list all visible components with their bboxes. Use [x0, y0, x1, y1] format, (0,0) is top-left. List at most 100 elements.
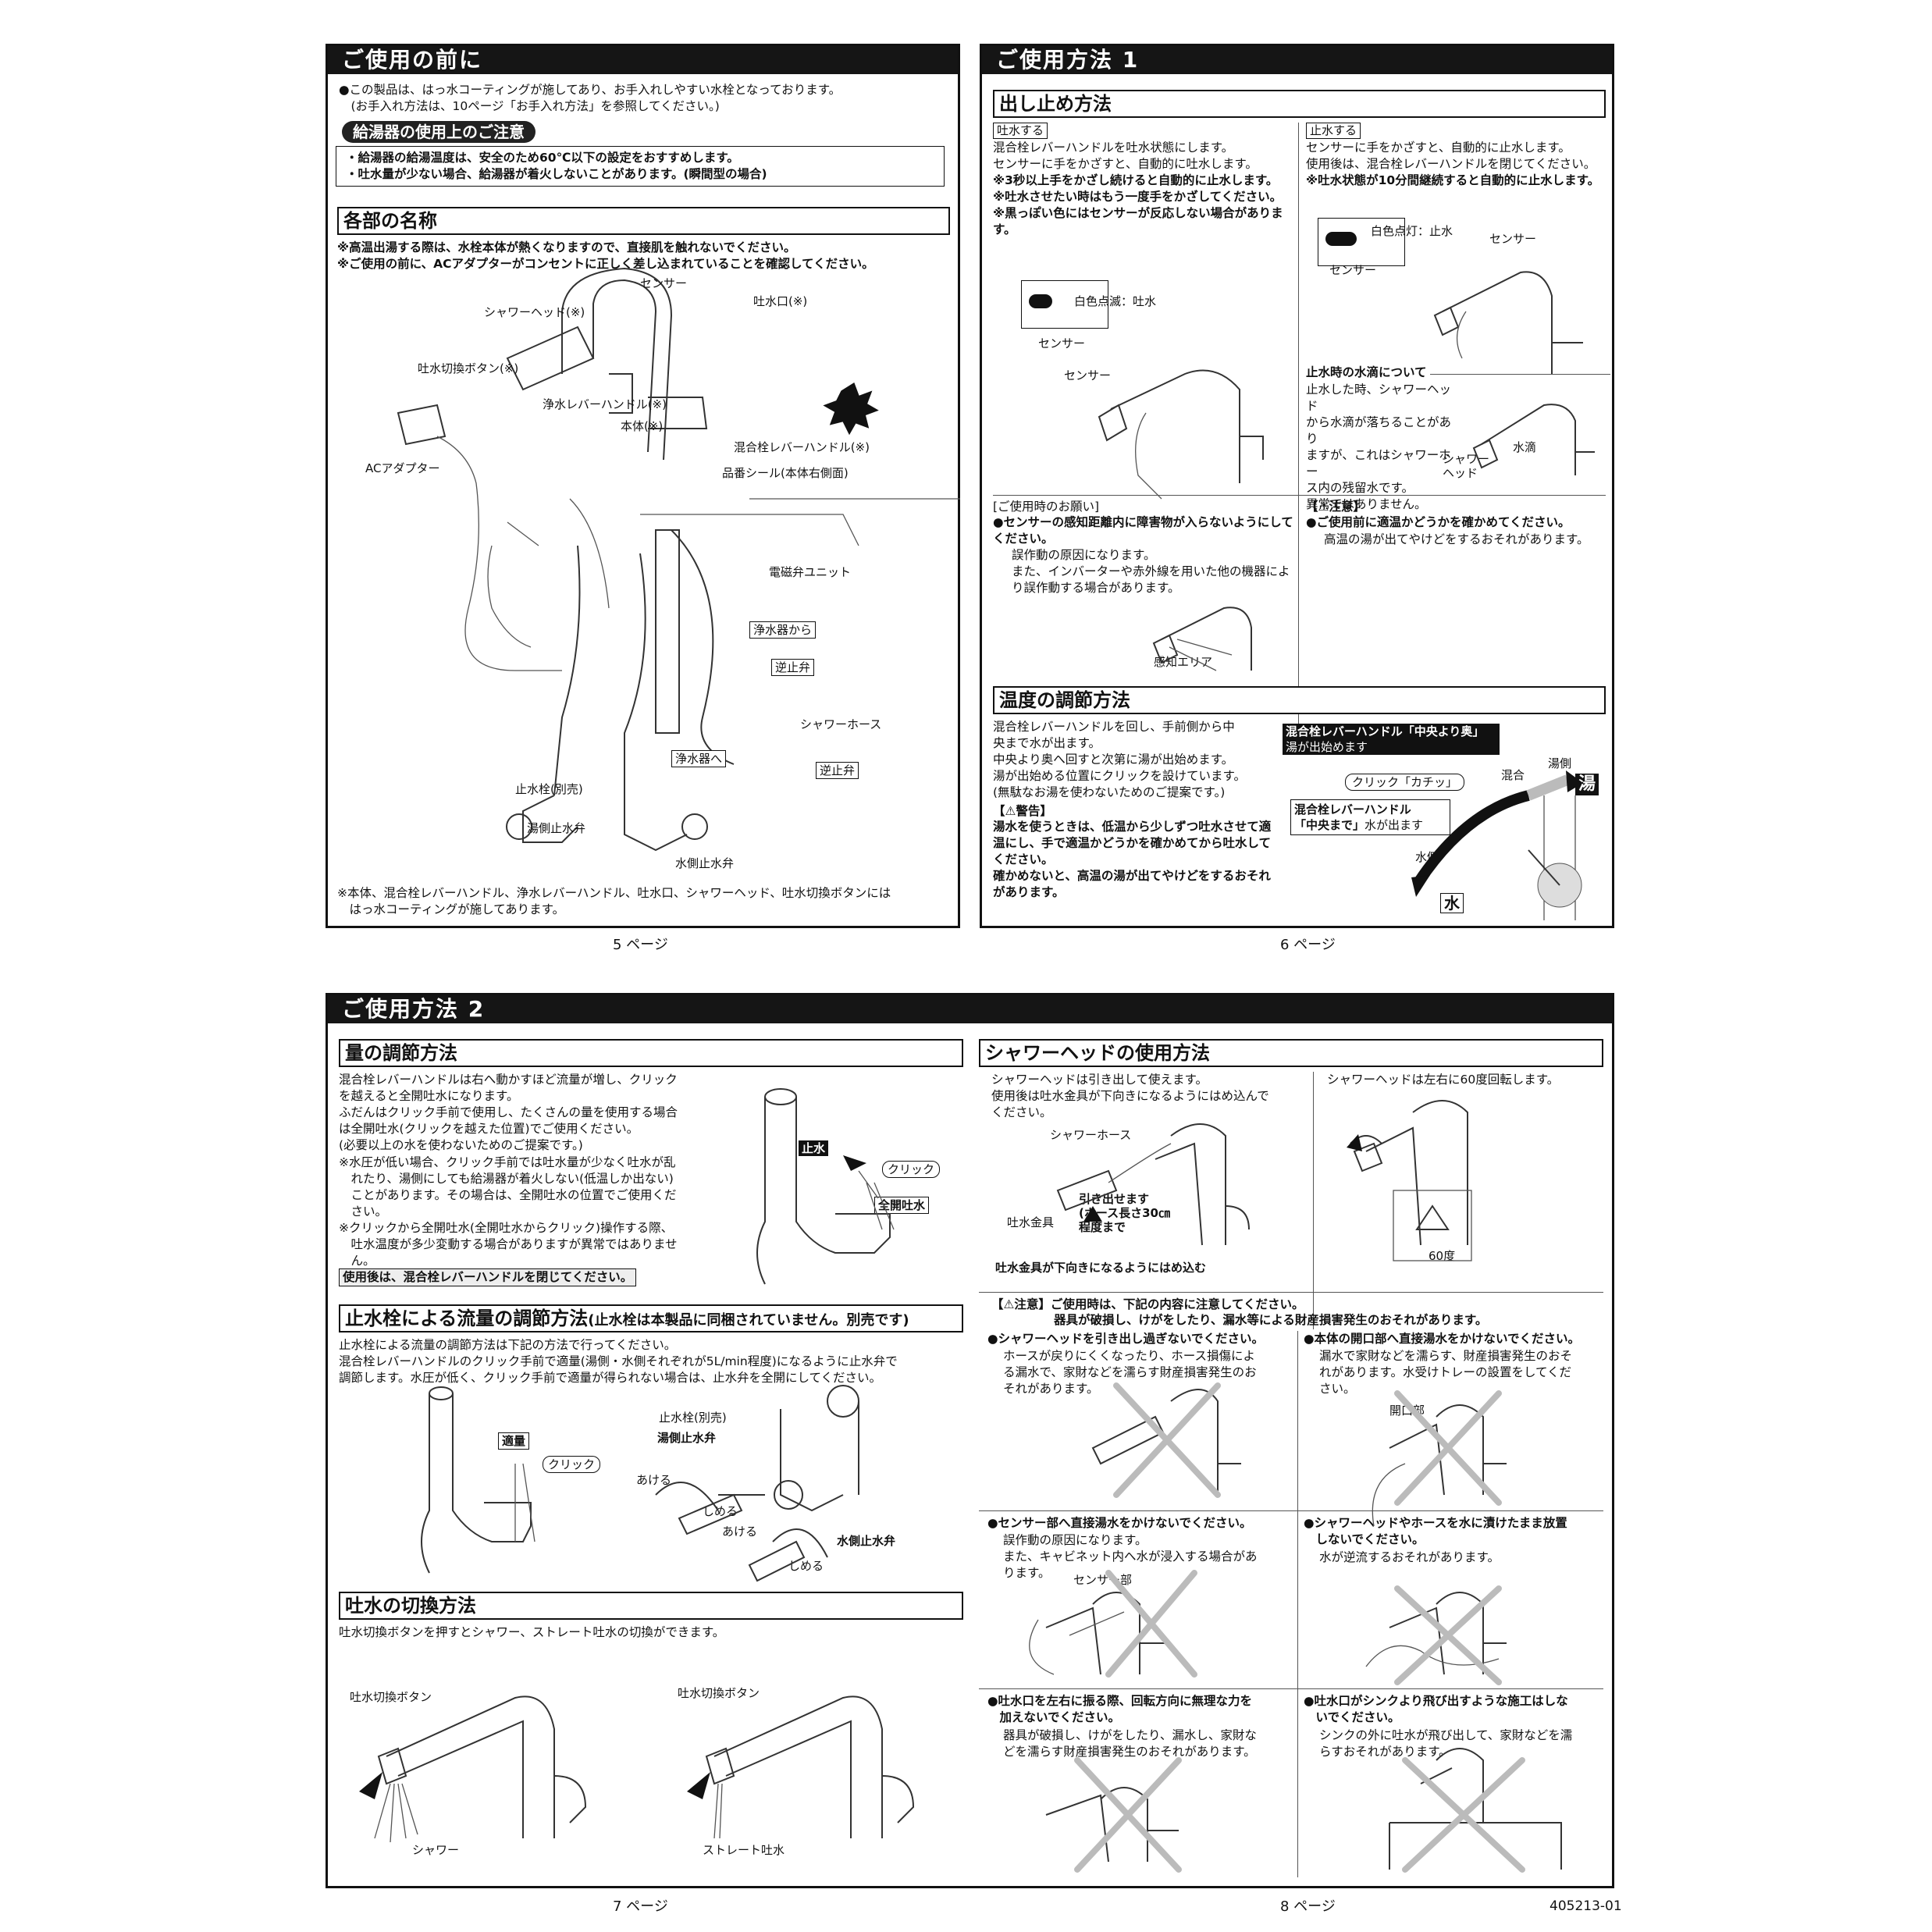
label-from-purifier: 浄水器から: [749, 621, 817, 639]
showerhead-title: シャワーヘッドの使用方法: [979, 1039, 1603, 1067]
stop-tag: 止水する: [1306, 123, 1361, 139]
request-divider: [993, 495, 1606, 496]
warn2-text: 漏水で家財などを濡らす、財産損害発生のおそ れがあります。水受けトレーの設置をし…: [1319, 1349, 1572, 1396]
stop-text: センサーに手をかざすと、自動的に止水します。 使用後は、混合栓レバーハンドルを閉…: [1306, 141, 1596, 171]
page5-label: 5 ページ: [613, 937, 668, 953]
label-sensor: センサー: [640, 276, 688, 290]
sense-faucet-illustration: [1152, 607, 1252, 671]
caution-title: 【⚠注意】: [1306, 500, 1365, 514]
label-spout: 吐水口(※): [753, 294, 808, 308]
label-switch-button: 吐水切換ボタン(※): [418, 361, 519, 375]
sh-hose-label: シャワーホース: [1050, 1128, 1132, 1142]
switch-illustration: [359, 1695, 915, 1843]
sensor-label4: センサー: [1489, 232, 1537, 246]
sensor-blink-box: [1021, 280, 1108, 329]
hot-side-label: 湯側: [1548, 756, 1572, 770]
box2-bold1: 混合栓レバーハンドル: [1294, 802, 1411, 817]
doc-code: 405213-01: [1550, 1898, 1622, 1914]
onoff-divider: [1298, 123, 1299, 724]
flow-title: 量の調節方法: [339, 1039, 963, 1067]
stop-bold: ※吐水状態が10分間継続すると自動的に止水します。: [1306, 173, 1600, 187]
valve-text: 止水栓による流量の調節方法は下記の方法で行ってください。 混合栓レバーハンドルの…: [339, 1338, 898, 1385]
heater-lines: ・給湯器の給湯温度は、安全のため60℃以下の設定をおすすめします。 ・吐水量が少…: [336, 146, 945, 187]
valve-illustration: [421, 1385, 859, 1582]
label-seal: 品番シール(本体右側面): [722, 466, 849, 480]
label-mix-lever: 混合栓レバーハンドル(※): [734, 440, 870, 454]
drip-divider: [1306, 374, 1610, 375]
sh-text2: シャワーヘッドは左右に60度回転します。: [1327, 1073, 1560, 1087]
switch-text: 吐水切換ボタンを押すとシャワー、ストレート吐水の切換ができます。: [339, 1625, 725, 1639]
valve-title-main: 止水栓による流量の調節方法: [345, 1308, 589, 1329]
start-bold: ※3秒以上手をかざし続けると自動的に止水します。 ※吐水させたい時はもう一度手を…: [993, 173, 1283, 237]
warn-title: 【⚠警告】: [993, 804, 1052, 818]
drip-text: 止水した時、シャワーヘッド から水滴が落ちることがあり ますが、これはシャワーホ…: [1306, 382, 1452, 511]
label-shower-hose: シャワーホース: [800, 717, 882, 731]
label-pure-lever: 浄水レバーハンドル(※): [543, 397, 667, 411]
label-body: 本体(※): [621, 419, 664, 433]
valve-title-sub: (止水栓は本製品に同梱されていません。別売です): [588, 1312, 909, 1329]
start-faucet-illustration: [1098, 369, 1264, 500]
page5-footnote: ※本体、混合栓レバーハンドル、浄水レバーハンドル、吐水口、シャワーヘッド、吐水切…: [337, 886, 891, 916]
warn1-text: ホースが戻りにくくなったり、ホース損傷によ る漏水で、家財などを濡らす財産損害発…: [1003, 1349, 1257, 1396]
shower-label: シャワー: [412, 1843, 460, 1857]
page78-header: ご使用方法 2: [328, 995, 1612, 1023]
temp-dial-illustration: [1411, 770, 1583, 920]
warn-row-divider1: [979, 1510, 1603, 1511]
sense-area-label: 感知エリア: [1154, 655, 1213, 669]
page6-header: ご使用方法 1: [982, 46, 1612, 74]
request-text: 誤作動の原因になります。 また、インバーターや赤外線を用いた他の機器により誤作動…: [1012, 548, 1290, 595]
sh-text1: シャワーヘッドは引き出して使えます。 使用後は吐水金具が下向きになるようにはめ込…: [991, 1073, 1269, 1119]
warn6-text: シンクの外に吐水が飛び出して、家財などを濡 らすおそれがあります。: [1319, 1728, 1573, 1759]
box1-text: 湯が出始めます: [1286, 740, 1368, 754]
label-solenoid: 電磁弁ユニット: [769, 565, 852, 579]
sensor-label2: センサー: [1064, 368, 1112, 382]
caution-text: 高温の湯が出てやけどをするおそれがあります。: [1324, 532, 1589, 546]
sh-deg-label: 60度: [1429, 1249, 1456, 1263]
attn-divider: [979, 1292, 1603, 1293]
temp-box1: 混合栓レバーハンドル「中央より奥」 湯が出始めます: [1283, 724, 1500, 755]
click-label: クリック「カチッ」: [1345, 774, 1465, 791]
valve-click-label: クリック: [543, 1456, 601, 1473]
light-label: 白色点灯：止水: [1371, 224, 1453, 238]
label-check-valve2: 逆止弁: [816, 762, 859, 779]
showerhead-illustration: [1056, 1100, 1472, 1261]
parts-title: 各部の名称: [337, 207, 950, 235]
valve-hot-label: 湯側止水弁: [657, 1431, 717, 1445]
label-cold-valve: 水側止水弁: [675, 856, 735, 870]
flow-lever-illustration: [756, 1088, 895, 1285]
sh-divider: [1313, 1072, 1314, 1329]
warn5-text: 器具が破損し、けがをしたり、漏水し、家財な どを濡らす財産損害発生のおそれがあり…: [1003, 1728, 1257, 1759]
start-tag: 吐水する: [993, 123, 1048, 139]
page6-panel: ご使用方法 1 出し止め方法 吐水する 混合栓レバーハンドルを吐水状態にします。…: [980, 44, 1614, 928]
sh-fitting-label: 吐水金具: [1007, 1215, 1055, 1229]
page6-label: 6 ページ: [1280, 937, 1336, 953]
valve-open1: あける: [636, 1473, 672, 1487]
sensor-blink-icon: [1029, 294, 1052, 308]
sh-pull-label: 引き出せます (ホース長さ30㎝ 程度まで: [1079, 1192, 1170, 1234]
sh-down-label: 吐水金具が下向きになるようにはめ込む: [995, 1261, 1207, 1275]
warn3-bold: ●センサー部へ直接湯水をかけないでください。: [987, 1516, 1252, 1530]
label-ac-adapter: ACアダプター: [365, 461, 440, 475]
temp-box2: 混合栓レバーハンドル 「中央まで」水が出ます: [1290, 799, 1450, 835]
mix-label: 混合: [1501, 768, 1525, 782]
box2-bold2: 「中央まで」: [1294, 818, 1365, 832]
warn3-text: 誤作動の原因になります。 また、キャビネット内へ水が浸入する場合があ ります。: [1003, 1533, 1258, 1580]
flow-stop-label: 止水: [799, 1140, 829, 1156]
valve-title: 止水栓による流量の調節方法(止水栓は本製品に同梱されていません。別売です): [339, 1304, 963, 1332]
flow-full-label: 全開吐水: [874, 1197, 930, 1214]
page8-label: 8 ページ: [1280, 1898, 1336, 1915]
drip-label-drop: 水滴: [1513, 440, 1537, 454]
sensor-light-icon: [1325, 232, 1357, 246]
request-title: [ご使用時のお願い]: [993, 500, 1100, 514]
warn-row-divider2: [979, 1688, 1603, 1689]
caution-bold: ●ご使用前に適温かどうかを確かめてください。: [1306, 515, 1571, 529]
drip-label-head: シャワー ヘッド: [1443, 452, 1490, 480]
box1-bold: 混合栓レバーハンドル「中央より奥」: [1286, 724, 1485, 738]
valve-close2: しめる: [788, 1559, 824, 1573]
flow-text: 混合栓レバーハンドルは右へ動かすほど流量が増し、クリック を越えると全開吐水にな…: [339, 1073, 678, 1152]
valve-stop-label: 止水栓(別売): [659, 1411, 727, 1425]
page5-panel: ご使用の前に ●この製品は、はっ水コーティングが施してあり、お手入れしやすい水栓…: [326, 44, 960, 928]
page5-header: ご使用の前に: [328, 46, 958, 74]
temp-title: 温度の調節方法: [993, 686, 1606, 714]
valve-open2: あける: [722, 1525, 758, 1539]
